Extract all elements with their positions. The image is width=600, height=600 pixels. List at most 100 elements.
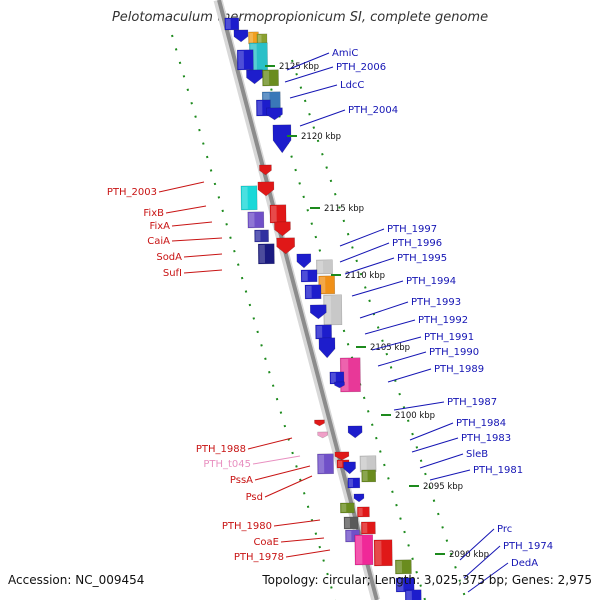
label-leader-line <box>183 269 223 274</box>
gene-label-pth-2003: PTH_2003 <box>107 187 157 198</box>
gene-label-pth-1990: PTH_1990 <box>429 347 479 358</box>
label-leader-line <box>171 237 223 242</box>
gene-block <box>361 521 376 535</box>
gene-arrow <box>246 69 263 85</box>
gene-block <box>269 204 287 224</box>
gene-block <box>254 229 269 243</box>
tick-label: 2090 kbp <box>449 550 489 560</box>
gene-label-pth-1978: PTH_1978 <box>234 552 284 563</box>
gene-label-pth-1996: PTH_1996 <box>392 238 442 249</box>
label-leader-line <box>359 301 409 319</box>
label-leader-line <box>183 253 223 258</box>
gene-arrow <box>314 419 325 427</box>
label-leader-line <box>377 351 427 367</box>
gene-arrow <box>309 304 327 320</box>
gene-arrow <box>233 29 249 43</box>
gene-label-pssa: PssA <box>230 475 253 486</box>
gene-label-caia: CaiA <box>147 236 170 247</box>
gene-block <box>316 259 333 275</box>
gene-block <box>395 559 412 575</box>
gene-block <box>404 589 422 600</box>
gene-block <box>247 211 265 229</box>
gene-label-fixb: FixB <box>143 208 164 219</box>
gene-arrow <box>334 381 345 389</box>
gene-label-ldcc: LdcC <box>340 80 364 91</box>
label-leader-line <box>459 528 495 561</box>
label-leader-line <box>411 437 459 453</box>
label-leader-line <box>339 242 390 263</box>
gene-block <box>224 17 240 31</box>
gene-label-sufi: SufI <box>163 268 182 279</box>
gene-label-pth-1992: PTH_1992 <box>418 315 468 326</box>
label-leader-line <box>409 422 454 441</box>
gene-arrow <box>318 337 336 359</box>
gene-label-psd: Psd <box>246 492 263 503</box>
gene-label-pth-1995: PTH_1995 <box>397 253 447 264</box>
tick-label: 2115 kbp <box>324 204 364 214</box>
gene-block <box>315 324 332 340</box>
gene-label-sleb: SleB <box>466 449 488 460</box>
gene-arrow <box>343 461 356 475</box>
gene-label-coae: CoaE <box>253 537 279 548</box>
gene-block <box>262 69 279 87</box>
label-leader-line <box>339 228 385 247</box>
accession-text: Accession: NC_009454 <box>8 573 145 587</box>
gene-label-pth-1987: PTH_1987 <box>447 397 497 408</box>
label-leader-line <box>264 475 313 498</box>
gene-label-pth-1981: PTH_1981 <box>473 465 523 476</box>
gene-arrow <box>266 107 283 121</box>
gene-arrow <box>347 425 363 439</box>
gene-arrow <box>276 237 295 255</box>
gene-block <box>340 502 355 514</box>
genome-title: Pelotomaculum thermopropionicum SI, comp… <box>111 10 489 25</box>
gene-block <box>236 49 254 71</box>
gene-arrow <box>274 221 291 237</box>
gene-arrow <box>296 253 312 269</box>
gene-label-pth-1983: PTH_1983 <box>461 433 511 444</box>
gene-block <box>257 243 275 265</box>
tick-label: 2125 kbp <box>279 62 319 72</box>
gene-block <box>323 294 343 326</box>
gene-label-prc: Prc <box>497 524 512 535</box>
label-leader-line <box>393 401 445 411</box>
gene-arrow <box>257 181 275 197</box>
label-leader-line <box>299 109 346 127</box>
gene-block <box>395 577 415 593</box>
label-leader-line <box>254 465 311 481</box>
gene-label-pth-1974: PTH_1974 <box>503 541 553 552</box>
gene-block <box>373 539 393 567</box>
gene-block <box>256 33 268 45</box>
gene-block <box>357 506 370 518</box>
gene-block <box>317 453 334 475</box>
gene-block <box>329 371 345 385</box>
gene-label-pth-2006: PTH_2006 <box>336 62 386 73</box>
outer-left-track <box>171 34 336 600</box>
gene-label-pth-1980: PTH_1980 <box>222 521 272 532</box>
gene-block <box>361 469 377 483</box>
gene-label-pth-1994: PTH_1994 <box>406 276 456 287</box>
gene-label-pth-1984: PTH_1984 <box>456 418 506 429</box>
label-leader-line <box>344 257 395 275</box>
gene-arrow <box>353 493 365 503</box>
gene-arrow <box>317 431 328 439</box>
label-leader-line <box>247 437 293 450</box>
label-leader-line <box>284 66 334 83</box>
tick-label: 2120 kbp <box>301 132 341 142</box>
gene-arrow <box>334 451 350 461</box>
gene-label-pth-2004: PTH_2004 <box>348 105 398 116</box>
label-leader-line <box>171 221 213 227</box>
tick-label: 2110 kbp <box>345 271 385 281</box>
label-leader-line <box>280 537 325 543</box>
label-leader-line <box>387 368 432 383</box>
label-leader-line <box>286 52 330 71</box>
gene-label-pth-1991: PTH_1991 <box>424 332 474 343</box>
gene-block <box>359 455 377 473</box>
gene-block <box>354 534 374 566</box>
genome-info-text: Topology: circular; Length: 3,025,375 bp… <box>262 573 592 587</box>
label-leader-line <box>273 519 321 527</box>
label-leader-line <box>158 181 205 193</box>
label-leader-line <box>467 562 509 593</box>
tick-label: 2100 kbp <box>395 411 435 421</box>
